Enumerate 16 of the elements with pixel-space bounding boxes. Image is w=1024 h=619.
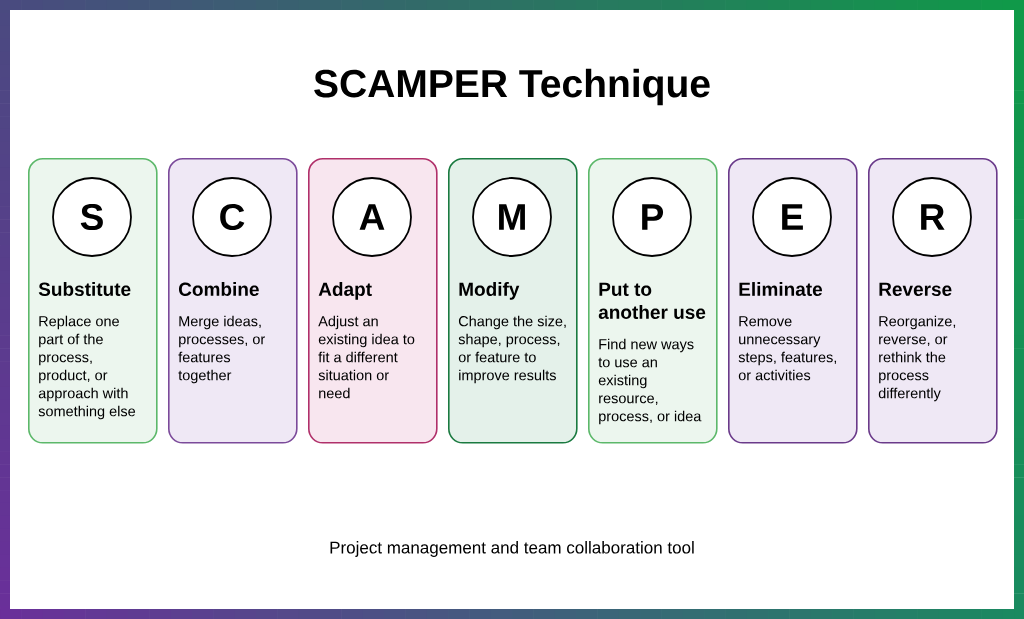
card-description: Change the size, shape, process, or feature to improve results [458, 315, 566, 384]
tagline: Project management and team collaboration tool [330, 541, 694, 557]
card-heading: Substitute [38, 282, 131, 296]
card-description: Replace one part of the process, product, or approach with something else [38, 315, 136, 420]
card-heading: Adapt [318, 282, 372, 300]
card-heading: Modify [459, 282, 520, 300]
card-description: Reorganize, reverse, or rethink the process differently [878, 315, 956, 402]
card-description: Find new ways to use an existing resource, process, or idea [598, 338, 702, 425]
card-heading: Combine [179, 282, 259, 296]
card-heading: Reverse [879, 282, 952, 296]
card-heading: Put to another use [598, 282, 706, 319]
card-heading: Eliminate [739, 282, 823, 296]
card-description: Adjust an existing idea to fit a different situation or need [318, 315, 415, 399]
card-description: Remove unnecessary steps, features, or activities [738, 316, 837, 381]
card-description: Merge ideas, processes, or features together [178, 315, 265, 384]
title: SCAMPER Technique [314, 68, 710, 106]
